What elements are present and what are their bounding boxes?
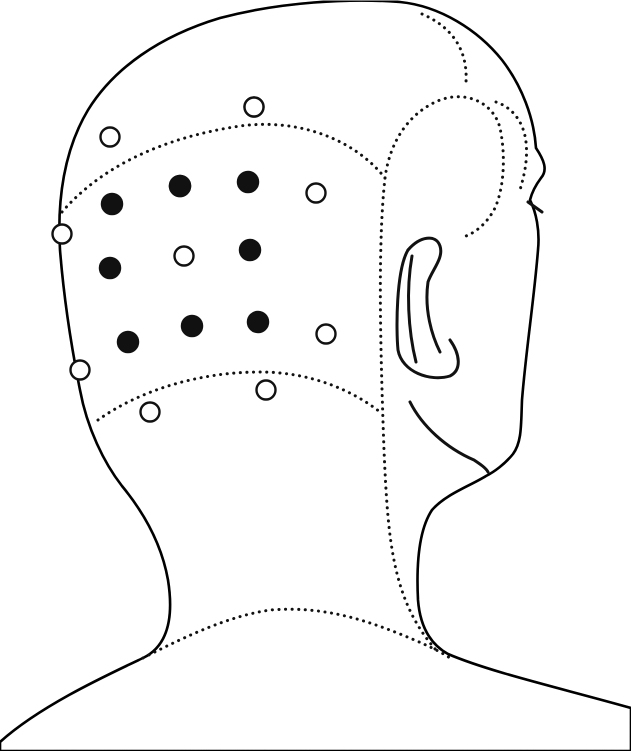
- open-electrode-dot-8: [257, 381, 276, 400]
- temple-dotted-line: [496, 102, 527, 190]
- jaw-line: [410, 402, 488, 472]
- open-electrode-dot-9: [141, 403, 160, 422]
- open-electrode-dot-7: [71, 361, 90, 380]
- filled-electrode-dot-7: [182, 316, 203, 337]
- filled-electrode-dot-5: [240, 240, 261, 261]
- open-electrode-group: [53, 98, 336, 422]
- filled-electrode-dot-9: [170, 176, 191, 197]
- ear-icon: [397, 238, 458, 378]
- open-electrode-dot-5: [175, 247, 194, 266]
- filled-electrode-dot-6: [118, 332, 139, 353]
- open-electrode-dot-4: [53, 225, 72, 244]
- open-electrode-dot-3: [307, 184, 326, 203]
- filled-electrode-dot-4: [100, 258, 121, 279]
- filled-electrode-dot-1: [102, 194, 123, 215]
- open-electrode-dot-6: [317, 325, 336, 344]
- filled-electrode-dot-8: [248, 312, 269, 333]
- neck-base-dotted-line: [143, 609, 450, 658]
- open-electrode-dot-10: [245, 98, 264, 117]
- ear-region-dotted-outline: [385, 97, 503, 236]
- filled-electrode-dot-3: [238, 172, 259, 193]
- open-electrode-dot-2: [101, 128, 120, 147]
